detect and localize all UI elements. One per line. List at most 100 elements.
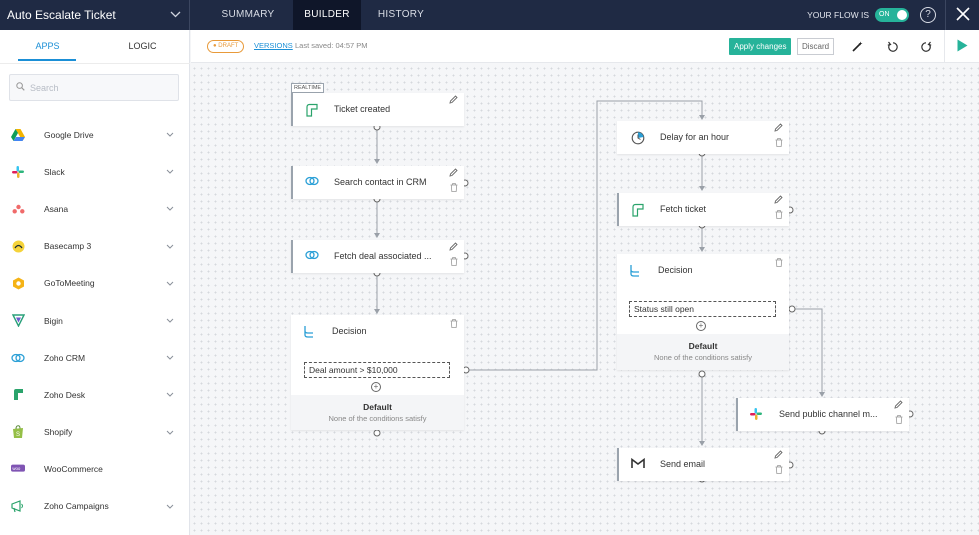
app-item-zoho-desk[interactable]: Zoho Desk	[0, 376, 190, 413]
app-item-shopify[interactable]: S Shopify	[0, 414, 190, 451]
app-name: Zoho Campaigns	[44, 501, 109, 512]
node-decision-deal-amount[interactable]: Decision Deal amount > $10,000 + Default…	[291, 315, 464, 430]
flow-name: Auto Escalate Ticket	[7, 8, 116, 22]
help-icon[interactable]: ?	[920, 7, 936, 23]
pencil-icon[interactable]	[774, 195, 783, 204]
tab-apps[interactable]: APPS	[35, 41, 60, 51]
search-input[interactable]	[30, 82, 170, 93]
decision-header: Decision	[291, 315, 464, 348]
chevron-down-icon	[166, 167, 174, 176]
trash-icon[interactable]	[775, 465, 783, 474]
trash-icon[interactable]	[450, 257, 458, 266]
zoho-crm-icon	[305, 250, 319, 264]
close-button[interactable]	[945, 0, 979, 30]
zoho-desk-icon	[11, 388, 25, 402]
pencil-icon[interactable]	[449, 95, 458, 104]
svg-text:woo: woo	[12, 466, 21, 471]
app-name: Zoho CRM	[44, 352, 86, 363]
redo-icon[interactable]	[918, 39, 933, 54]
pencil-icon[interactable]	[449, 242, 458, 251]
basecamp-icon	[11, 239, 25, 253]
woocommerce-icon: woo	[11, 462, 25, 476]
realtime-tag: REALTIME	[291, 83, 325, 93]
node-delay[interactable]: Delay for an hour	[617, 121, 789, 154]
tab-summary[interactable]: SUMMARY	[221, 9, 275, 20]
app-item-asana[interactable]: Asana	[0, 190, 190, 227]
undo-icon[interactable]	[885, 39, 900, 54]
chevron-down-icon	[170, 10, 181, 21]
default-branch: Default None of the conditions satisfy	[617, 334, 789, 370]
pencil-icon[interactable]	[774, 450, 783, 459]
node-label: Delay for an hour	[660, 132, 730, 142]
add-condition-icon[interactable]: +	[696, 321, 706, 331]
node-label: Fetch deal associated ...	[334, 251, 432, 261]
tab-builder[interactable]: BUILDER	[293, 0, 361, 30]
app-item-gotomeeting[interactable]: GoToMeeting	[0, 265, 190, 302]
node-label: Search contact in CRM	[334, 177, 427, 187]
node-send-email[interactable]: Send email	[617, 448, 789, 481]
trash-icon[interactable]	[775, 258, 783, 267]
trash-icon[interactable]	[775, 138, 783, 147]
toggle-knob	[897, 10, 907, 20]
app-name: Google Drive	[44, 129, 94, 140]
app-item-woocommerce[interactable]: woo WooCommerce	[0, 451, 190, 488]
node-send-slack-message[interactable]: Send public channel m...	[736, 398, 909, 431]
top-bar: Auto Escalate Ticket SUMMARY BUILDER HIS…	[0, 0, 979, 30]
app-name: Asana	[44, 203, 69, 214]
app-item-zoho-crm[interactable]: Zoho CRM	[0, 339, 190, 376]
app-search[interactable]	[9, 74, 179, 101]
trash-icon[interactable]	[895, 415, 903, 424]
slack-icon	[11, 165, 25, 179]
trash-icon[interactable]	[450, 183, 458, 192]
branch-icon	[303, 325, 317, 339]
app-item-bigin[interactable]: Bigin	[0, 302, 190, 339]
apply-changes-button[interactable]: Apply changes	[729, 38, 792, 55]
node-label: Fetch ticket	[660, 204, 707, 214]
flow-name-dropdown[interactable]: Auto Escalate Ticket	[0, 0, 190, 30]
tab-logic[interactable]: LOGIC	[128, 41, 157, 51]
pencil-icon[interactable]	[774, 123, 783, 132]
app-item-zoho-campaigns[interactable]: Zoho Campaigns	[0, 488, 190, 525]
pencil-icon[interactable]	[449, 168, 458, 177]
decision-condition[interactable]: Status still open	[629, 301, 776, 317]
app-item-basecamp[interactable]: Basecamp 3	[0, 228, 190, 265]
app-item-google-drive[interactable]: Google Drive	[0, 116, 190, 153]
pencil-icon[interactable]	[894, 400, 903, 409]
tab-history[interactable]: HISTORY	[377, 9, 425, 20]
node-fetch-deal[interactable]: Fetch deal associated ...	[291, 240, 464, 273]
flow-on-toggle[interactable]: ON	[875, 8, 909, 22]
divider	[0, 63, 190, 64]
add-condition-icon[interactable]: +	[371, 382, 381, 392]
app-name: Zoho Desk	[44, 389, 86, 400]
app-item-slack[interactable]: Slack	[0, 153, 190, 190]
discard-button[interactable]: Discard	[797, 38, 835, 55]
chevron-down-icon	[166, 242, 174, 251]
chevron-down-icon	[166, 279, 174, 288]
run-button[interactable]	[944, 30, 979, 63]
app-name: Bigin	[44, 315, 63, 326]
default-title: Default	[363, 402, 392, 412]
svg-text:S: S	[16, 432, 20, 438]
zoho-campaigns-icon	[11, 499, 25, 513]
decision-condition[interactable]: Deal amount > $10,000	[304, 362, 450, 378]
node-ticket-created[interactable]: Ticket created	[291, 93, 464, 126]
versions-link[interactable]: VERSIONS	[254, 41, 293, 50]
trash-icon[interactable]	[450, 319, 458, 328]
branch-icon	[629, 264, 643, 278]
zoho-desk-icon	[305, 103, 319, 117]
chevron-down-icon	[166, 428, 174, 437]
magic-wand-icon[interactable]	[850, 39, 865, 54]
node-label: Decision	[658, 265, 693, 275]
zoho-crm-icon	[11, 351, 25, 365]
node-fetch-ticket[interactable]: Fetch ticket	[617, 193, 789, 226]
google-drive-icon	[11, 128, 25, 142]
shopify-icon: S	[11, 425, 25, 439]
toggle-label: ON	[879, 11, 890, 18]
asana-icon	[11, 202, 25, 216]
node-search-contact[interactable]: Search contact in CRM	[291, 166, 464, 199]
search-icon	[16, 82, 25, 93]
trash-icon[interactable]	[775, 210, 783, 219]
default-subtitle: None of the conditions satisfy	[328, 414, 427, 423]
app-name: Slack	[44, 166, 65, 177]
node-decision-status[interactable]: Decision Status still open + Default Non…	[617, 254, 789, 370]
